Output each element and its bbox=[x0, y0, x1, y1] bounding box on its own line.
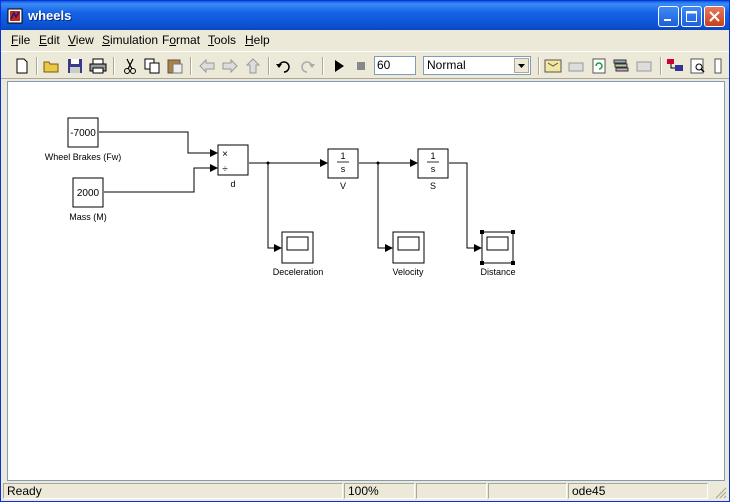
constant-block-mass[interactable] bbox=[72, 177, 104, 208]
constant-value: 2000 bbox=[77, 188, 100, 199]
signal-line bbox=[377, 163, 393, 252]
status-message: Ready bbox=[3, 483, 343, 499]
menu-bar: File Edit View Simulation Format Tools H… bbox=[1, 30, 729, 50]
block-label: Distance bbox=[480, 267, 515, 277]
close-icon bbox=[709, 11, 720, 22]
block-label: Wheel Brakes (Fw) bbox=[45, 152, 122, 162]
status-bar: Ready 100% ode45 bbox=[1, 482, 729, 501]
integrator-block-v[interactable] bbox=[327, 148, 359, 179]
block-label: Mass (M) bbox=[69, 212, 107, 222]
zoom-level: 100% bbox=[344, 483, 415, 499]
integrator-numerator: 1 bbox=[430, 151, 435, 161]
toolbar-separator bbox=[268, 57, 270, 75]
close-button[interactable] bbox=[704, 6, 725, 27]
scope-block-deceleration[interactable] bbox=[281, 231, 314, 264]
toolbar-separator bbox=[190, 57, 192, 75]
block-label: d bbox=[230, 179, 235, 189]
menu-format[interactable]: Format bbox=[162, 33, 201, 47]
stop-time-input[interactable]: 60 bbox=[374, 56, 416, 75]
maximize-icon bbox=[686, 11, 697, 22]
library-icon[interactable] bbox=[612, 57, 630, 75]
solver-name: ode45 bbox=[568, 483, 708, 499]
signal-line bbox=[99, 131, 218, 157]
block-diagram: -7000 Wheel Brakes (Fw) 2000 Mass (M) × … bbox=[45, 117, 516, 277]
menu-tools[interactable]: Tools bbox=[208, 33, 237, 47]
selection-handle bbox=[511, 230, 515, 234]
divide-block[interactable] bbox=[217, 144, 249, 176]
selection-handle bbox=[480, 261, 484, 265]
toolbar: 60 Normal bbox=[1, 51, 729, 79]
copy-icon[interactable] bbox=[143, 57, 161, 75]
print-icon[interactable] bbox=[89, 57, 107, 75]
minimize-icon bbox=[664, 19, 671, 21]
title-bar[interactable]: wheels bbox=[1, 1, 729, 30]
divide-op: ÷ bbox=[222, 164, 228, 175]
constant-block-wheel-brakes[interactable] bbox=[67, 117, 99, 148]
maximize-button[interactable] bbox=[681, 6, 702, 27]
model-explorer-icon[interactable] bbox=[666, 57, 684, 75]
integrator-numerator: 1 bbox=[340, 151, 345, 161]
signal-line bbox=[104, 164, 218, 193]
minimize-button[interactable] bbox=[658, 6, 679, 27]
stop-icon[interactable] bbox=[352, 57, 370, 75]
block-label: Velocity bbox=[392, 267, 424, 277]
multiply-op: × bbox=[222, 149, 228, 160]
window-title: wheels bbox=[28, 8, 72, 23]
redo-icon[interactable] bbox=[298, 57, 316, 75]
back-arrow-icon[interactable] bbox=[198, 57, 216, 75]
model-canvas[interactable]: -7000 Wheel Brakes (Fw) 2000 Mass (M) × … bbox=[7, 81, 725, 481]
new-model-icon[interactable] bbox=[13, 57, 31, 75]
signal-line bbox=[449, 162, 482, 252]
toolbar-separator bbox=[322, 57, 324, 75]
paste-icon[interactable] bbox=[166, 57, 184, 75]
integrator-denominator: s bbox=[431, 164, 436, 174]
status-cell-empty bbox=[416, 483, 487, 499]
simulation-mode-value: Normal bbox=[427, 58, 466, 72]
dropdown-arrow-icon[interactable] bbox=[514, 58, 529, 73]
block-label: S bbox=[430, 181, 436, 191]
selection-handle bbox=[511, 261, 515, 265]
signal-line bbox=[267, 163, 282, 252]
menu-simulation[interactable]: Simulation bbox=[102, 33, 159, 47]
debugger-icon[interactable] bbox=[689, 57, 707, 75]
save-icon[interactable] bbox=[66, 57, 84, 75]
block-label: V bbox=[340, 181, 346, 191]
forward-arrow-icon[interactable] bbox=[221, 57, 239, 75]
undo-icon[interactable] bbox=[275, 57, 293, 75]
selection-handle bbox=[480, 230, 484, 234]
integrator-block-s[interactable] bbox=[417, 148, 449, 179]
menu-help[interactable]: Help bbox=[245, 33, 270, 47]
build-icon[interactable] bbox=[544, 57, 562, 75]
constant-value: -7000 bbox=[70, 128, 96, 139]
more-tools-icon[interactable] bbox=[711, 57, 729, 75]
menu-edit[interactable]: Edit bbox=[39, 33, 60, 47]
refresh-icon[interactable] bbox=[590, 57, 608, 75]
simulink-app-icon bbox=[7, 8, 23, 24]
up-arrow-icon[interactable] bbox=[244, 57, 262, 75]
status-cell-empty bbox=[488, 483, 567, 499]
toolbar-separator bbox=[660, 57, 662, 75]
branch-point bbox=[266, 161, 270, 165]
resize-grip-icon[interactable] bbox=[713, 485, 727, 499]
toolbar-separator bbox=[113, 57, 115, 75]
block-label: Deceleration bbox=[273, 267, 324, 277]
branch-point bbox=[376, 161, 380, 165]
toolbar-separator bbox=[538, 57, 540, 75]
integrator-denominator: s bbox=[341, 164, 346, 174]
toggle-icon[interactable] bbox=[635, 57, 653, 75]
scope-block-velocity[interactable] bbox=[392, 231, 425, 264]
toolbar-separator bbox=[36, 57, 38, 75]
signal-lines bbox=[99, 131, 482, 252]
simulation-mode-select[interactable]: Normal bbox=[423, 56, 531, 75]
open-folder-icon[interactable] bbox=[43, 57, 61, 75]
play-icon[interactable] bbox=[330, 57, 348, 75]
menu-file[interactable]: File bbox=[11, 33, 31, 47]
scope-block-distance[interactable] bbox=[480, 230, 515, 265]
update-diagram-icon[interactable] bbox=[567, 57, 585, 75]
menu-view[interactable]: View bbox=[68, 33, 94, 47]
cut-icon[interactable] bbox=[121, 57, 139, 75]
